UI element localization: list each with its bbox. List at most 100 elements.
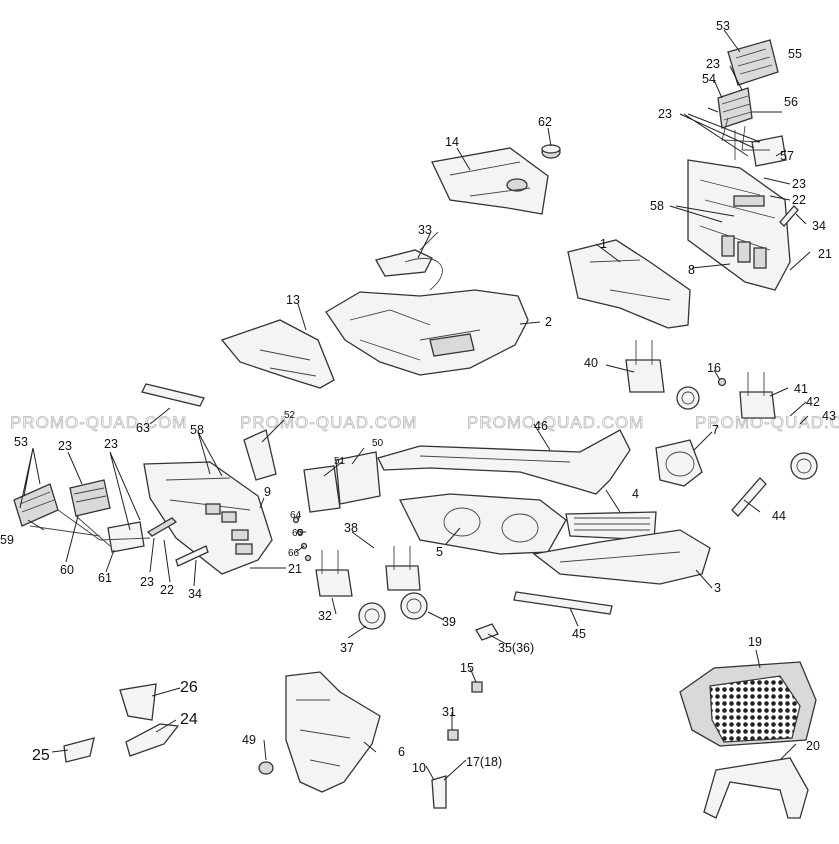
- callout-51: 51: [334, 456, 346, 467]
- callout-50: 50: [372, 438, 384, 449]
- part-wiring-left: [29, 509, 151, 547]
- watermark-group: PROMO-QUAD.COM PROMO-QUAD.COM PROMO-QUAD…: [10, 413, 839, 433]
- callout-59: 59: [0, 533, 14, 547]
- callout-3: 3: [714, 581, 721, 595]
- part-26-bracket: [119, 683, 157, 721]
- callout-58-left: 58: [190, 423, 204, 437]
- part-33-wire-harness: [375, 231, 443, 291]
- callout-62: 62: [538, 115, 552, 129]
- callout-35-36: 35(36): [498, 641, 534, 655]
- part-2-front-fender: [325, 289, 529, 376]
- callout-23-left: 23: [58, 439, 72, 453]
- part-9-dash-panel-left: [143, 461, 273, 575]
- callout-15: 15: [460, 661, 474, 675]
- callout-44: 44: [772, 509, 786, 523]
- callout-26: 26: [180, 679, 198, 696]
- callout-9: 9: [264, 485, 271, 499]
- part-31-clip: [447, 729, 459, 741]
- callout-63: 63: [136, 421, 150, 435]
- part-44-trim: [731, 477, 767, 517]
- callout-23: 23: [792, 177, 806, 191]
- callout-38: 38: [344, 521, 358, 535]
- part-wiring-top-right: [721, 117, 770, 160]
- callout-49: 49: [242, 733, 256, 747]
- callout-25: 25: [32, 747, 50, 764]
- part-40-bracket: [625, 340, 665, 393]
- callout-23-left: 23: [104, 437, 118, 451]
- callout-32: 32: [318, 609, 332, 623]
- callout-21-left: 21: [288, 562, 302, 576]
- callout-7: 7: [712, 423, 719, 437]
- callout-39: 39: [442, 615, 456, 629]
- callout-41: 41: [794, 382, 808, 396]
- part-16-screw: [717, 377, 727, 387]
- part-7-lamp-housing: [655, 439, 703, 487]
- callout-5: 5: [436, 545, 443, 559]
- callout-46: 46: [534, 419, 548, 433]
- callout-20: 20: [806, 739, 820, 753]
- watermark-1: PROMO-QUAD.COM: [10, 413, 187, 432]
- callout-54: 54: [702, 72, 716, 86]
- part-60-switch-holder-left: [69, 479, 111, 517]
- part-24-bracket: [125, 723, 180, 757]
- callout-14: 14: [445, 135, 459, 149]
- watermark-2: PROMO-QUAD.COM: [240, 413, 417, 432]
- callout-43: 43: [822, 409, 836, 423]
- part-32-bracket: [315, 550, 353, 597]
- leader-lines: [19, 29, 811, 781]
- part-43-lamp: [790, 452, 818, 480]
- part-34-strip-right: [779, 205, 799, 227]
- callout-52: 52: [284, 410, 296, 421]
- part-13-side-cover: [220, 319, 335, 389]
- part-8-dash-panel-right: [687, 159, 791, 291]
- part-55-switch-cover: [727, 39, 779, 86]
- part-51-panel: [303, 465, 341, 513]
- part-34-strip-left: [175, 545, 209, 567]
- part-25-bracket: [63, 737, 95, 763]
- part-61-bracket-left: [107, 521, 145, 553]
- callout-16: 16: [707, 361, 721, 375]
- parts: [13, 39, 818, 819]
- callout-6: 6: [398, 745, 405, 759]
- part-45-lower-strip: [513, 591, 613, 615]
- callout-17-18: 17(18): [466, 755, 502, 769]
- callout-22-left: 22: [160, 583, 174, 597]
- callout-37: 37: [340, 641, 354, 655]
- part-14-front-cover: [431, 147, 549, 215]
- callout-40: 40: [584, 356, 598, 370]
- callout-60: 60: [60, 563, 74, 577]
- part-63-strip: [141, 383, 205, 407]
- part-20-bumper: [703, 757, 809, 819]
- callout-45: 45: [572, 627, 586, 641]
- part-62-grommet: [541, 144, 561, 159]
- part-15-clip: [471, 681, 483, 693]
- callout-19: 19: [748, 635, 762, 649]
- part-6-frame: [285, 671, 381, 793]
- part-19-mesh-guard: [679, 661, 817, 747]
- callout-64: 64: [290, 510, 302, 521]
- part-1-cover: [567, 239, 691, 329]
- callout-22: 22: [792, 193, 806, 207]
- callout-57: 57: [780, 149, 794, 163]
- callout-42: 42: [806, 395, 820, 409]
- part-57-bracket: [751, 135, 787, 167]
- part-52-decal: [243, 429, 277, 481]
- callout-53-left: 53: [14, 435, 28, 449]
- part-56-switch-holder: [717, 87, 753, 129]
- callout-66: 66: [288, 548, 300, 559]
- callout-31: 31: [442, 705, 456, 719]
- part-17-bracket: [431, 775, 447, 809]
- part-lamp-40: [676, 386, 700, 410]
- part-41-bracket: [739, 372, 776, 419]
- callout-2: 2: [545, 315, 552, 329]
- callout-58: 58: [650, 199, 664, 213]
- callout-labels: 53 55 23 54 56 23 57 23 22 62 14 58 34 1…: [0, 19, 836, 775]
- callout-4: 4: [632, 487, 639, 501]
- callout-61: 61: [98, 571, 112, 585]
- watermark-3: PROMO-QUAD.COM: [467, 413, 644, 432]
- callout-56: 56: [784, 95, 798, 109]
- part-49-grommet: [258, 761, 274, 775]
- callout-21: 21: [818, 247, 832, 261]
